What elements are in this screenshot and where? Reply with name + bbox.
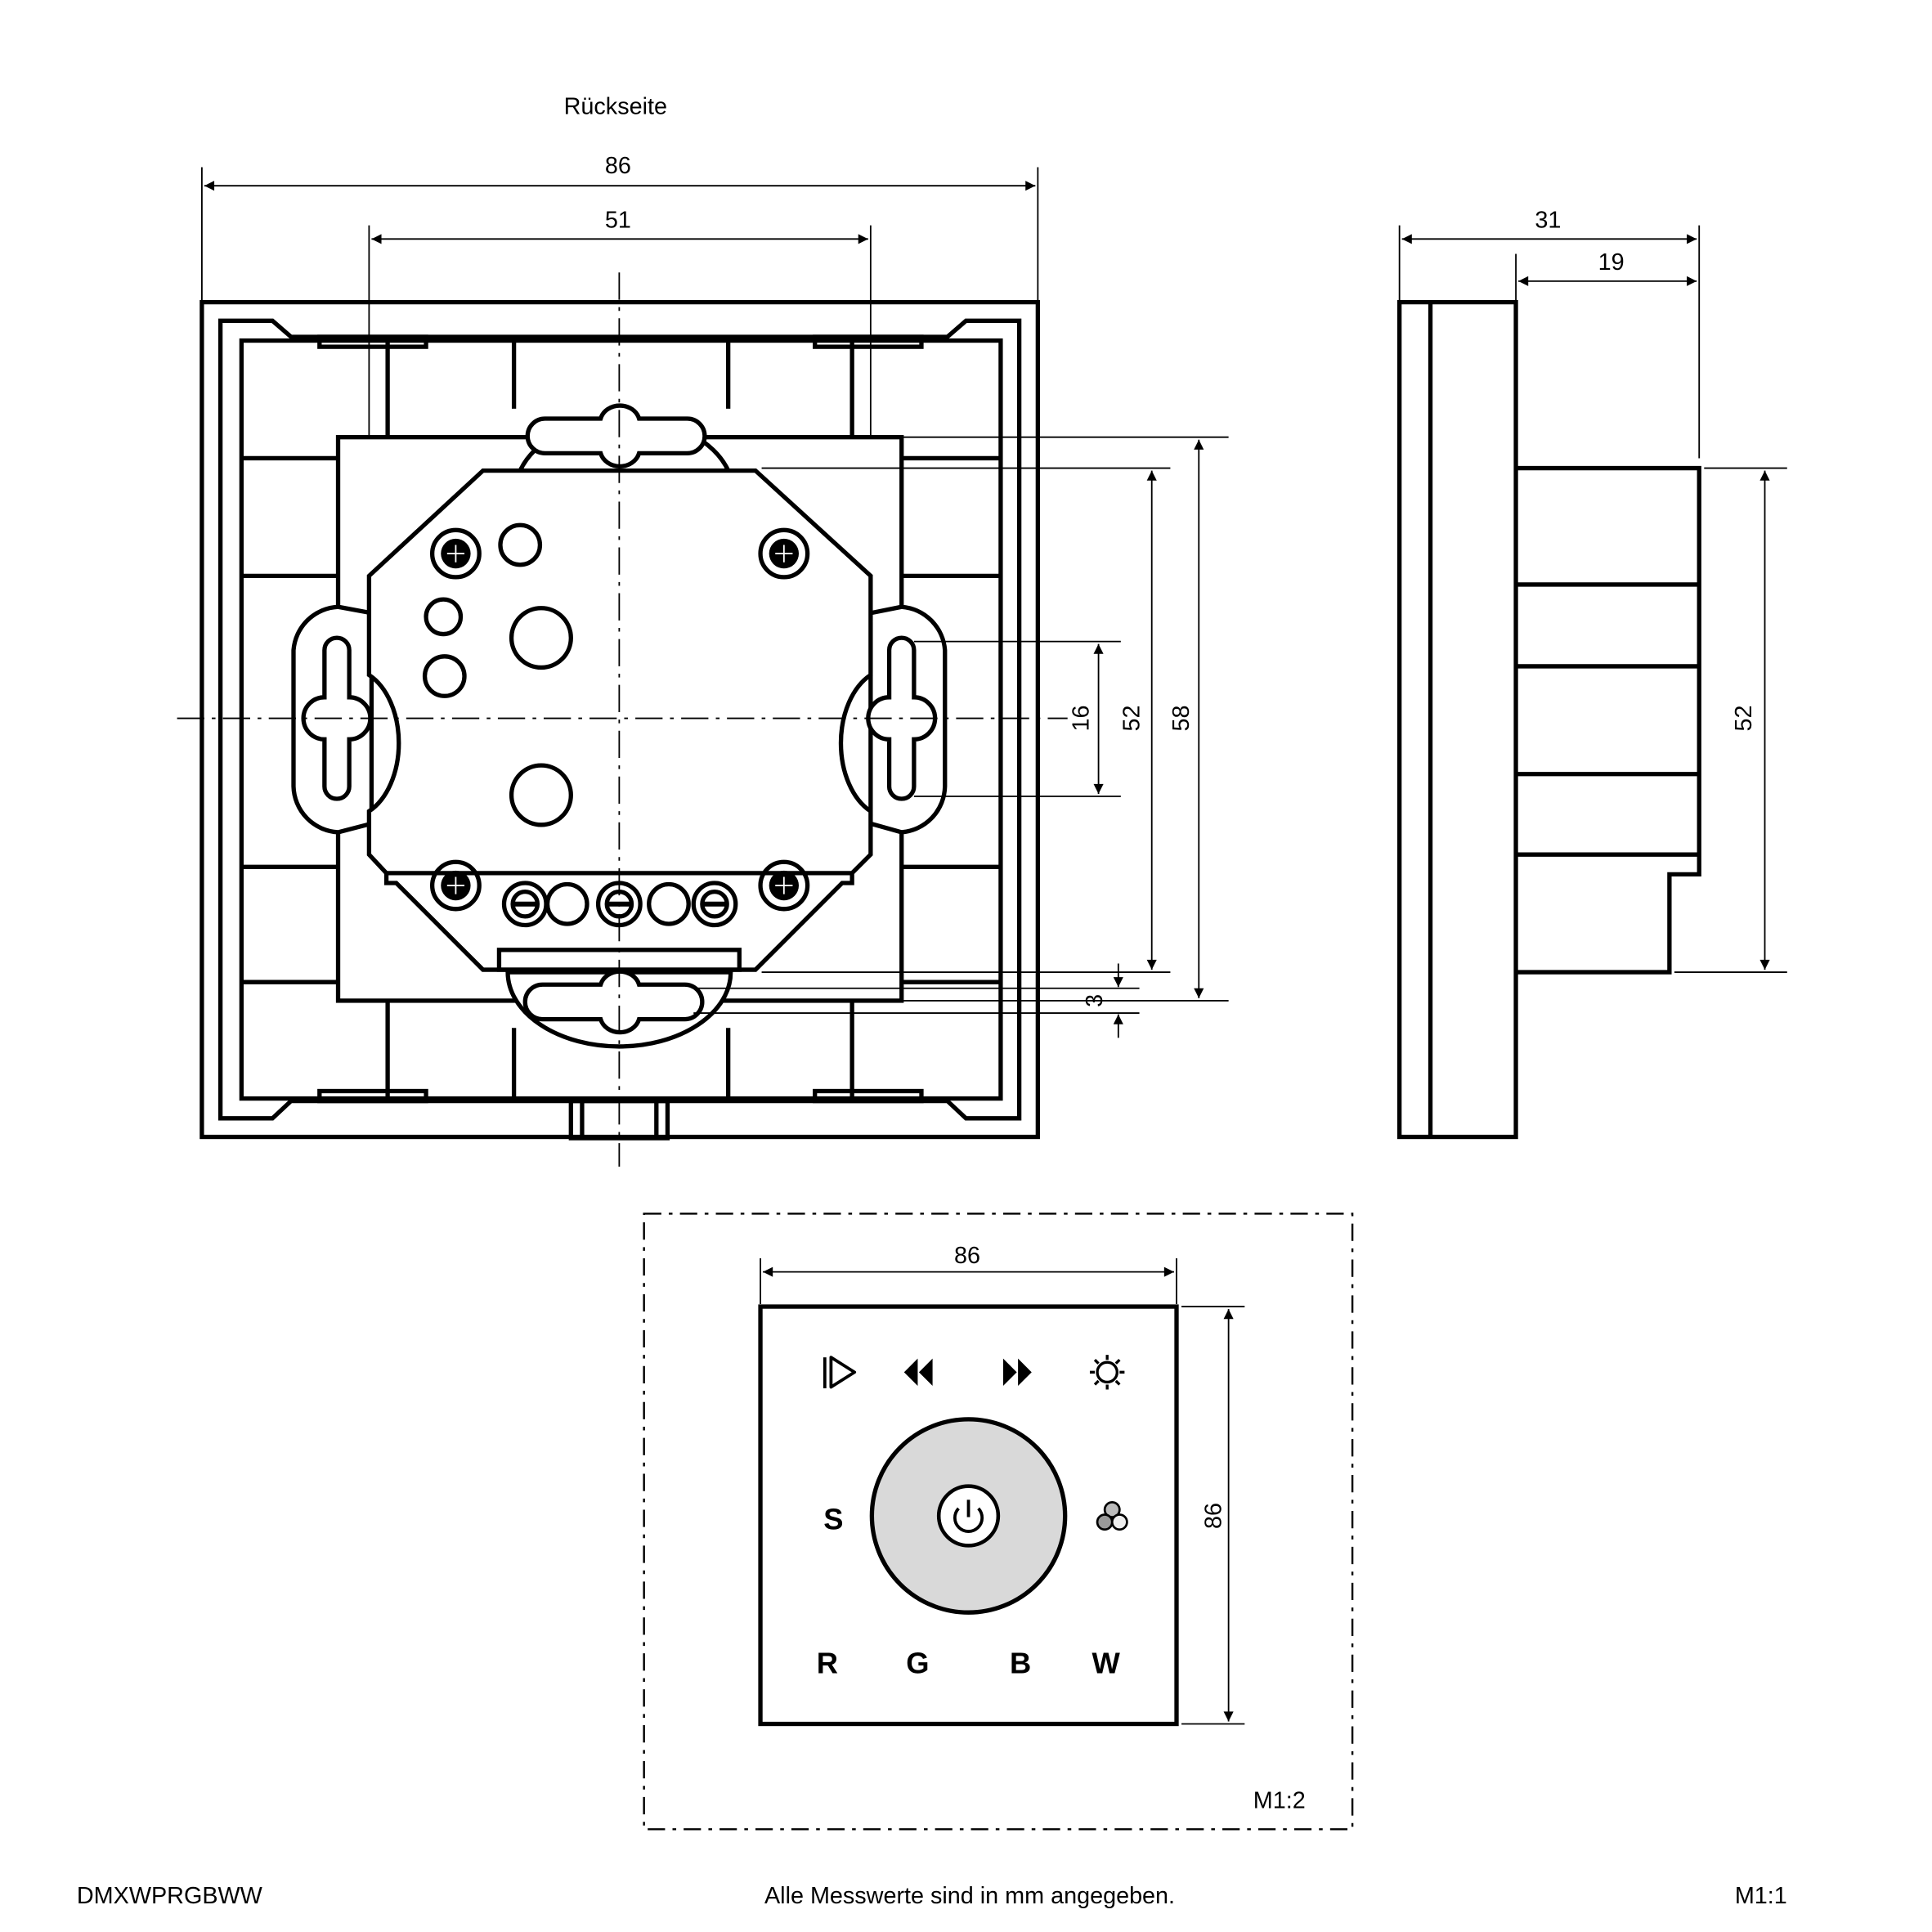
front-view-boundary — [643, 1213, 1354, 1831]
button-g[interactable]: G — [906, 1646, 929, 1679]
screw-icons — [429, 527, 810, 928]
dimension-label-front-height: 86 — [1201, 1503, 1227, 1529]
rewind-icon[interactable] — [903, 1358, 933, 1386]
dimension-label-52: 52 — [1119, 706, 1145, 732]
dimension-label-86: 86 — [605, 153, 631, 179]
front-view-scale: M1:2 — [1253, 1788, 1306, 1814]
color-mix-icon[interactable] — [1096, 1501, 1128, 1531]
button-b[interactable]: B — [1010, 1646, 1031, 1679]
button-r[interactable]: R — [817, 1646, 838, 1679]
dimension-label-front-width: 86 — [954, 1243, 980, 1269]
power-icon[interactable] — [936, 1484, 1001, 1548]
dimension-label-58: 58 — [1168, 706, 1195, 732]
dimension-label-31: 31 — [1535, 208, 1561, 234]
dimension-label-51: 51 — [605, 208, 631, 234]
button-s[interactable]: S — [823, 1503, 843, 1536]
drawing-scale: M1:1 — [1735, 1883, 1787, 1909]
dimension-label-16: 16 — [1068, 706, 1094, 732]
play-pause-icon[interactable] — [823, 1356, 857, 1389]
front-view: 86 86 S R — [643, 1213, 1354, 1831]
fast-forward-icon[interactable] — [1002, 1358, 1032, 1386]
button-w[interactable]: W — [1092, 1646, 1121, 1679]
brightness-icon[interactable] — [1089, 1355, 1125, 1390]
dimension-label-3: 3 — [1082, 994, 1108, 1007]
front-panel — [758, 1304, 1179, 1727]
side-view: 31 19 52 — [1397, 208, 1787, 1140]
footer: DMXWPRGBWW Alle Messwerte sind in mm ang… — [77, 1883, 1787, 1909]
model-number: DMXWPRGBWW — [77, 1883, 263, 1909]
module-profile — [1516, 465, 1701, 975]
dimension-label-52-side: 52 — [1731, 706, 1757, 732]
rear-view-title: Rückseite — [564, 93, 667, 119]
rear-view: Rückseite 86 51 — [177, 93, 1229, 1167]
units-note: Alle Messwerte sind in mm angegeben. — [764, 1883, 1175, 1909]
dimension-label-19: 19 — [1598, 249, 1625, 276]
